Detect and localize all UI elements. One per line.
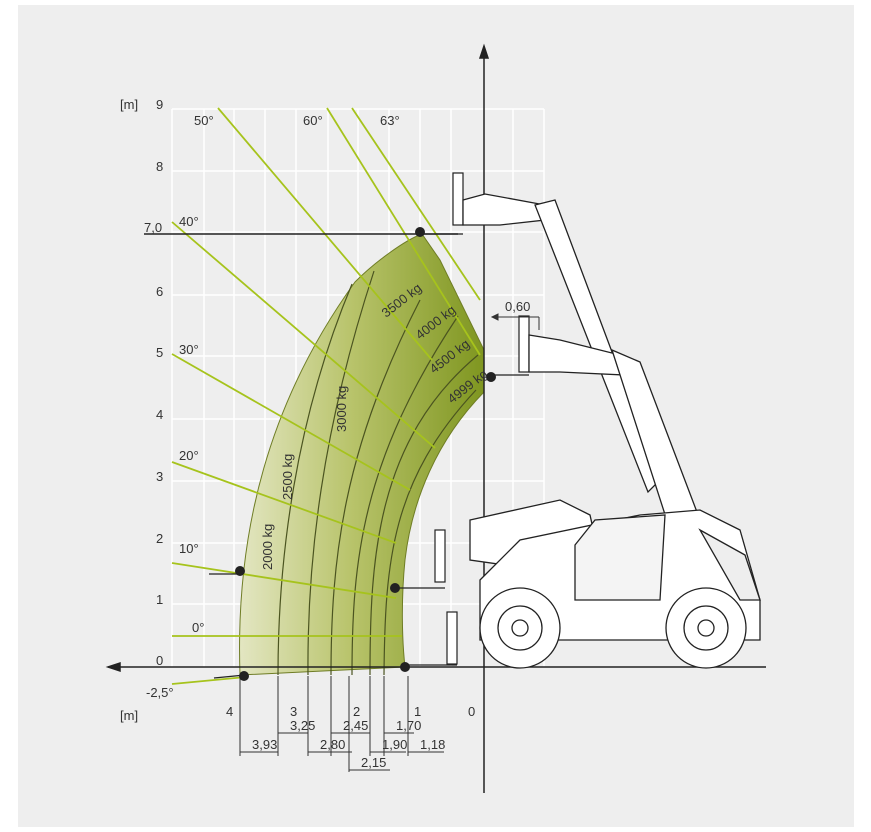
angle-label-5: 20° (179, 448, 199, 463)
angle-label-2: 63° (380, 113, 400, 128)
x-tick-1: 3 (290, 704, 297, 719)
x-tick-2: 2 (353, 704, 360, 719)
load-envelope (239, 233, 485, 676)
reach-dim-4: 2,15 (361, 755, 386, 770)
angle-label-7: 0° (192, 620, 204, 635)
angle-line-8 (171, 676, 247, 685)
fork-carriage-ground (446, 611, 458, 665)
pick-point-mid (486, 372, 496, 382)
reach-dim-6: 1,70 (396, 718, 421, 733)
axes (105, 43, 766, 793)
x-tick-0: 4 (226, 704, 233, 719)
reach-dim-2: 2,80 (320, 737, 345, 752)
fork-carriage-top (452, 172, 464, 226)
y-tick-1: 8 (156, 159, 163, 174)
angle-label-3: 40° (179, 214, 199, 229)
y-tick-4: 5 (156, 345, 163, 360)
pick-point-top (415, 227, 425, 237)
y-tick-6: 3 (156, 469, 163, 484)
y-tick-7: 2 (156, 531, 163, 546)
y-tick-2: 7,0 (144, 220, 162, 235)
reach-dimension-labels: 3,93 3,25 2,80 2,45 2,15 1,90 1,70 1,18 (252, 718, 445, 770)
angle-line-3 (171, 221, 436, 449)
fork-carriage-mid (518, 315, 530, 373)
load-label-1: 2500 kg (280, 454, 295, 500)
reach-dim-7: 1,18 (420, 737, 445, 752)
y-tick-0: 9 (156, 97, 163, 112)
load-zone-dividers (277, 270, 479, 676)
angle-labels: 50° 60° 63° 40° 30° 20° 10° 0° (179, 113, 400, 635)
angle-label-6: 10° (179, 541, 199, 556)
angle-label-0: 50° (194, 113, 214, 128)
x-tick-labels: 4 3 2 1 0 (226, 704, 475, 719)
y-tick-10: -2,5° (146, 685, 174, 700)
y-axis-unit: [m] (120, 97, 138, 112)
angle-line-2 (351, 107, 481, 301)
x-tick-3: 1 (414, 704, 421, 719)
reach-dim-0: 3,93 (252, 737, 277, 752)
pick-point-floor (239, 671, 249, 681)
pick-point-ground (400, 662, 410, 672)
angle-line-1 (326, 107, 481, 356)
x-tick-4: 0 (468, 704, 475, 719)
fork-carriage-low (434, 529, 446, 583)
reach-dim-3: 2,45 (343, 718, 368, 733)
y-tick-9: 0 (156, 653, 163, 668)
angle-label-4: 30° (179, 342, 199, 357)
y-tick-5: 4 (156, 407, 163, 422)
y-tick-3: 6 (156, 284, 163, 299)
load-label-0: 2000 kg (260, 524, 275, 570)
fork-offset-label: 0,60 (505, 299, 530, 314)
reach-dim-5: 1,90 (382, 737, 407, 752)
angle-line-4 (171, 353, 411, 491)
y-tick-labels: 9 8 7,0 6 5 4 3 2 1 0 -2,5° (144, 97, 174, 700)
angle-line-6 (171, 562, 397, 599)
telehandler-illustration (462, 193, 761, 669)
fork-offset-dimension (490, 313, 540, 330)
load-label-2: 3000 kg (334, 386, 349, 432)
y-tick-8: 1 (156, 592, 163, 607)
reach-dim-1: 3,25 (290, 718, 315, 733)
angle-line-5 (171, 461, 397, 544)
x-axis-unit: [m] (120, 708, 138, 723)
reach-dimensions (239, 676, 444, 772)
angle-label-1: 60° (303, 113, 323, 128)
